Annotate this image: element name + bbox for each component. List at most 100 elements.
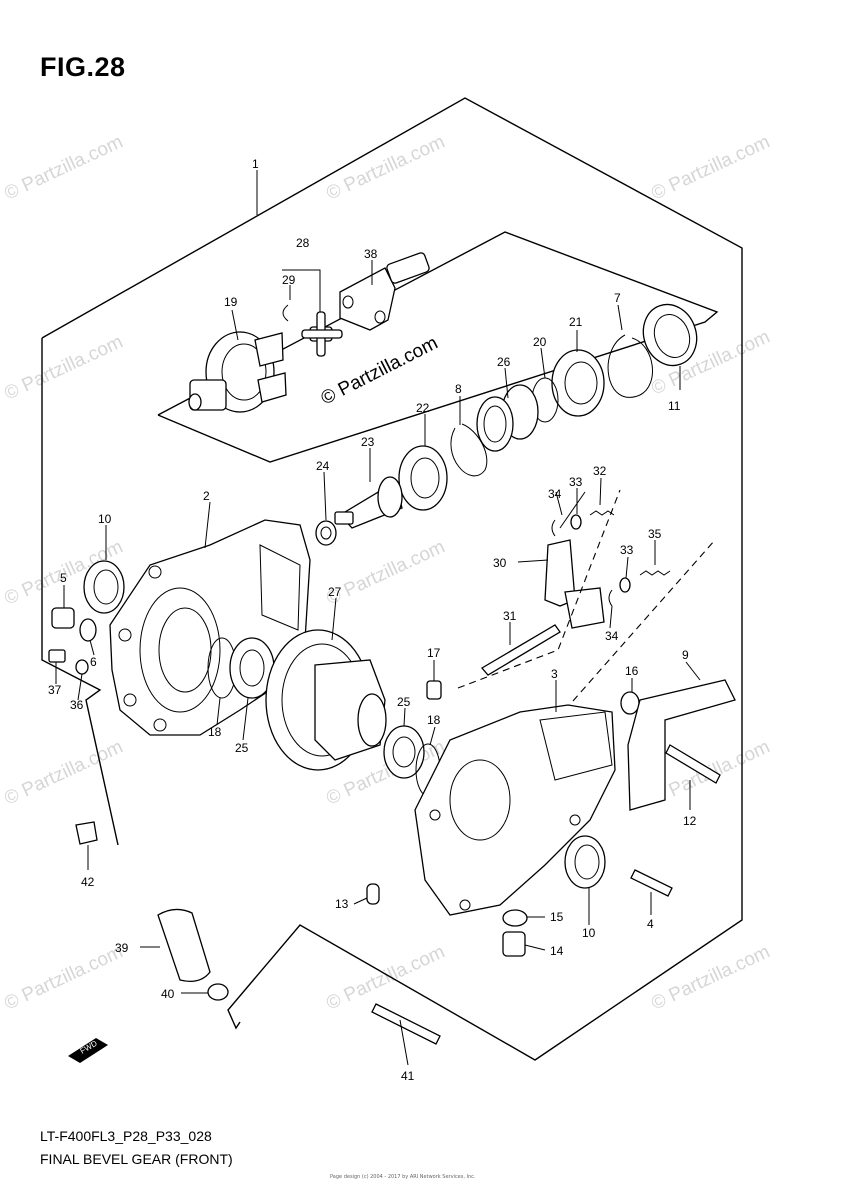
callout-24: 24 <box>316 459 330 473</box>
callout-28: 28 <box>296 236 310 250</box>
part-14-plug <box>502 931 526 957</box>
part-23-pinion-gear <box>334 476 403 529</box>
callout-1: 1 <box>252 157 259 171</box>
part-8-circlip <box>450 423 488 477</box>
part-13-dowel-pin <box>366 883 380 905</box>
callout-26: 26 <box>497 355 511 369</box>
callout-12: 12 <box>683 814 697 828</box>
watermark: © Partzilla.com <box>648 941 773 1014</box>
callout-3: 3 <box>551 667 558 681</box>
part-37-bolt <box>48 649 66 663</box>
callout-5: 5 <box>60 571 67 585</box>
part-33-washer-upper <box>570 514 582 530</box>
callout-33-upper: 33 <box>569 475 583 489</box>
callout-18-right: 18 <box>427 713 441 727</box>
callout-8: 8 <box>455 382 462 396</box>
callout-34-lower: 34 <box>605 629 619 643</box>
watermark: © Partzilla.com <box>648 131 773 204</box>
part-19-flange-yoke <box>188 331 287 413</box>
diagram-title: FINAL BEVEL GEAR (FRONT) <box>40 1151 233 1167</box>
part-5-plug <box>51 607 75 629</box>
callout-7: 7 <box>614 291 621 305</box>
callout-34-upper: 34 <box>548 487 562 501</box>
callout-40: 40 <box>161 987 175 1001</box>
part-12-bolt <box>665 744 721 784</box>
part-4-bolt <box>630 869 673 897</box>
part-15-washer <box>502 909 528 927</box>
part-34-clip-upper <box>551 519 556 537</box>
callout-4: 4 <box>647 917 654 931</box>
callout-32: 32 <box>593 464 607 478</box>
part-21-bearing <box>551 349 605 417</box>
assembly-line-fork <box>564 539 716 711</box>
watermark: © Partzilla.com <box>1 131 126 204</box>
yoke-subframe <box>157 231 719 463</box>
part-6-washer <box>79 618 97 642</box>
part-28-spider <box>301 311 343 357</box>
part-10-oil-seal-left <box>83 560 125 614</box>
diagram-code: LT-F400FL3_P28_P33_028 <box>40 1128 212 1144</box>
callout-20: 20 <box>533 335 547 349</box>
callout-23: 23 <box>361 435 375 449</box>
callout-30: 30 <box>493 556 507 570</box>
fwd-arrow-icon: FWD <box>68 1038 108 1063</box>
part-17-bushing <box>426 680 442 700</box>
callout-27: 27 <box>328 585 342 599</box>
part-31-shift-shaft <box>481 624 561 676</box>
callout-10-left: 10 <box>98 512 112 526</box>
callout-21: 21 <box>569 315 583 329</box>
part-11-oil-seal <box>642 303 698 367</box>
callout-9: 9 <box>682 648 689 662</box>
callout-6: 6 <box>90 655 97 669</box>
callout-13: 13 <box>335 897 349 911</box>
callout-2: 2 <box>203 489 210 503</box>
callout-38: 38 <box>364 247 378 261</box>
part-7-circlip <box>607 334 653 398</box>
part-24-needle-bearing <box>315 520 337 546</box>
assembly-frame <box>41 97 743 1061</box>
watermark: © Partzilla.com <box>1 941 126 1014</box>
leader-lines <box>55 260 701 1066</box>
callout-35: 35 <box>648 527 662 541</box>
leader-28 <box>282 269 321 312</box>
part-29-circlip <box>282 304 289 322</box>
part-34-clip-lower <box>608 589 613 607</box>
callout-39: 39 <box>115 941 129 955</box>
figure-title: FIG.28 <box>40 52 126 82</box>
callout-14: 14 <box>550 944 564 958</box>
page-credit: Page design (c) 2004 - 2017 by ARI Netwo… <box>330 1174 476 1180</box>
callout-18-left: 18 <box>208 725 222 739</box>
part-3-case-rear <box>414 704 616 916</box>
callout-36: 36 <box>70 698 84 712</box>
callout-37: 37 <box>48 683 62 697</box>
watermark: © Partzilla.com <box>1 331 126 404</box>
callout-15: 15 <box>550 910 564 924</box>
part-26-needle-bearing <box>476 384 539 452</box>
watermark: © Partzilla.com <box>323 941 448 1014</box>
callout-42: 42 <box>81 875 95 889</box>
part-35-spring <box>639 570 671 576</box>
part-42-nut <box>75 821 98 845</box>
callout-11: 11 <box>668 399 681 413</box>
callout-labels: 1 2 3 4 5 6 7 8 9 10 10 11 12 13 14 15 1… <box>48 157 697 1083</box>
callout-22: 22 <box>416 401 430 415</box>
callout-17: 17 <box>427 646 441 660</box>
callout-33-lower: 33 <box>620 543 634 557</box>
part-33-washer-lower <box>619 577 631 593</box>
part-39-boot <box>157 908 211 983</box>
inner-watermark: © Partzilla.com <box>318 333 442 410</box>
part-22-bearing <box>398 445 448 511</box>
callout-29: 29 <box>282 273 296 287</box>
part-40-clamp <box>207 983 229 1001</box>
assembly-line-shaft <box>457 489 621 689</box>
part-9-bracket <box>627 679 736 811</box>
part-10-oil-seal-right <box>564 835 606 889</box>
callout-16: 16 <box>625 664 639 678</box>
part-36-washer <box>75 659 89 675</box>
callout-10-right: 10 <box>582 926 596 940</box>
part-25-bearing-right <box>383 725 425 779</box>
callout-31: 31 <box>503 609 517 623</box>
part-27-ring-gear <box>265 629 387 771</box>
part-41-bolt <box>371 1003 441 1045</box>
